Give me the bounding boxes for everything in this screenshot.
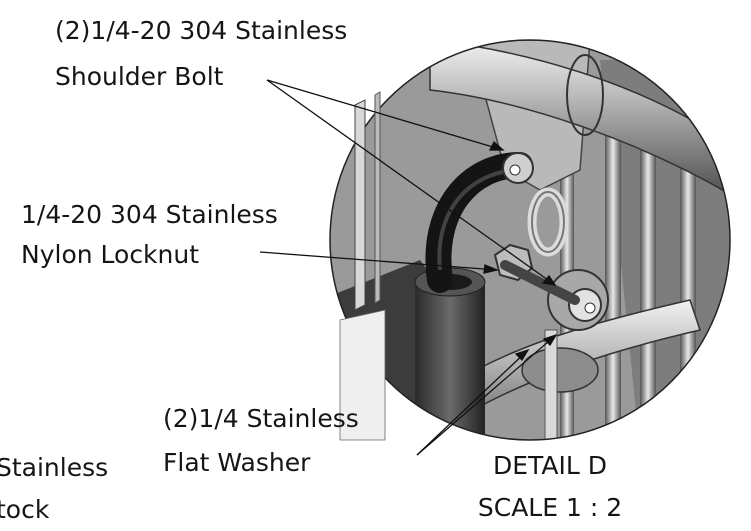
shoulder-bolt-label-line2: Shoulder Bolt <box>55 62 224 91</box>
locknut-label-line1: 1/4-20 304 Stainless <box>21 200 278 229</box>
locknut-label-line2: Nylon Locknut <box>21 240 200 269</box>
handrail-tube <box>429 40 730 202</box>
leader-shoulder-bolt-lower <box>266 79 556 286</box>
shoulder-bolt-label-line1: (2)1/4-20 304 Stainless <box>55 16 348 45</box>
leader-lines <box>259 79 558 456</box>
cut-label-line2: tock <box>0 495 50 524</box>
washer-label-line1: (2)1/4 Stainless <box>163 404 359 433</box>
washer-label-line2: Flat Washer <box>163 448 311 477</box>
leader-locknut <box>259 251 498 271</box>
vertical-rod <box>605 120 621 440</box>
cut-label-line1: Stainless <box>0 453 109 482</box>
detail-scale: SCALE 1 : 2 <box>477 493 623 522</box>
leader-washer-2 <box>416 334 557 456</box>
partial-view-left <box>339 91 386 441</box>
leader-shoulder-bolt-top <box>266 79 504 151</box>
detail-title: DETAIL D <box>493 451 607 480</box>
vertical-rod <box>640 130 656 440</box>
leader-washer-1 <box>416 349 529 456</box>
